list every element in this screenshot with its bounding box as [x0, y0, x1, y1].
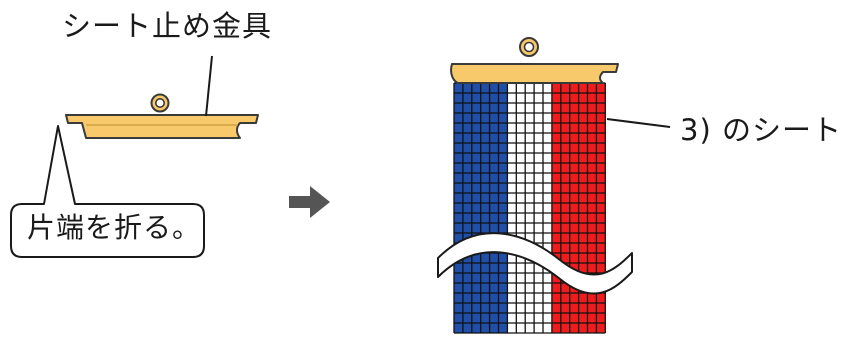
leader-clasp [206, 56, 212, 116]
leader-sheet [607, 119, 670, 127]
stripe-white [507, 83, 552, 333]
clasp-bar [66, 115, 258, 138]
right-clasp [451, 38, 618, 83]
right-arrow-icon [289, 186, 330, 218]
left-clasp [66, 95, 258, 139]
bead-sheet [454, 83, 605, 333]
clasp-bar [451, 64, 618, 83]
sheet-label: 3) のシート [680, 116, 842, 145]
fold-label: 片端を折る。 [27, 214, 201, 242]
clasp-label: シート止め金具 [62, 12, 272, 41]
